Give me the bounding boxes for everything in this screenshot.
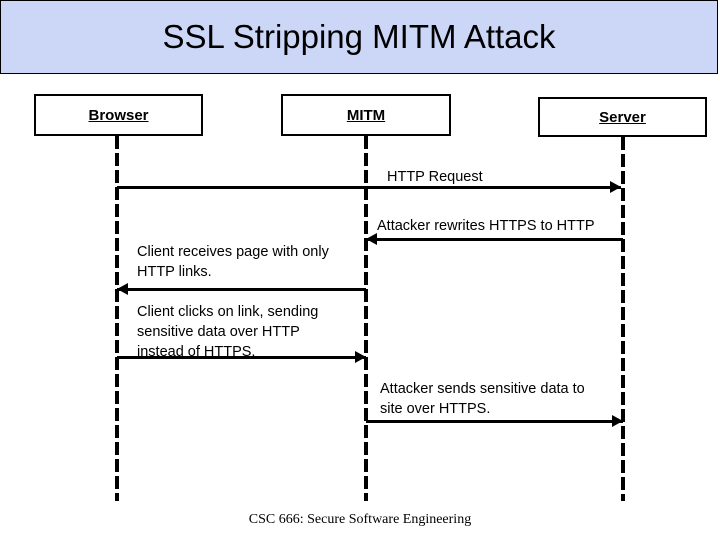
- lifeline-mitm: [364, 136, 368, 501]
- message-line-client-clicks-link: [117, 356, 366, 359]
- arrow-left-icon: [366, 233, 377, 245]
- participant-box-server: Server: [538, 97, 707, 137]
- message-caption-http-request: HTTP Request: [387, 169, 483, 185]
- arrow-right-icon: [610, 181, 621, 193]
- message-caption-client-receives-page: Client receives page with only HTTP link…: [137, 244, 329, 280]
- participant-label-mitm: MITM: [346, 106, 386, 124]
- message-caption-attacker-sends-data: Attacker sends sensitive data to site ov…: [380, 381, 585, 417]
- participant-label-browser: Browser: [88, 106, 149, 124]
- participant-box-browser: Browser: [34, 94, 203, 136]
- message-line-attacker-sends-data: [366, 420, 623, 423]
- arrow-right-icon: [355, 351, 366, 363]
- message-caption-attacker-rewrites: Attacker rewrites HTTPS to HTTP: [377, 218, 595, 234]
- participant-box-mitm: MITM: [281, 94, 451, 136]
- page-title: SSL Stripping MITM Attack: [162, 18, 556, 55]
- message-line-http-request: [117, 186, 621, 189]
- message-line-client-receives-page: [117, 288, 366, 291]
- message-line-attacker-rewrites: [366, 238, 623, 241]
- slide-title-banner: SSL Stripping MITM Attack: [0, 0, 718, 74]
- lifeline-browser: [115, 136, 119, 501]
- participant-label-server: Server: [599, 108, 646, 126]
- arrow-right-icon: [612, 415, 623, 427]
- message-caption-client-clicks-link: Client clicks on link, sending sensitive…: [137, 304, 319, 360]
- arrow-left-icon: [117, 283, 128, 295]
- slide-footer: CSC 666: Secure Software Engineering: [248, 512, 472, 527]
- lifeline-server: [621, 137, 625, 501]
